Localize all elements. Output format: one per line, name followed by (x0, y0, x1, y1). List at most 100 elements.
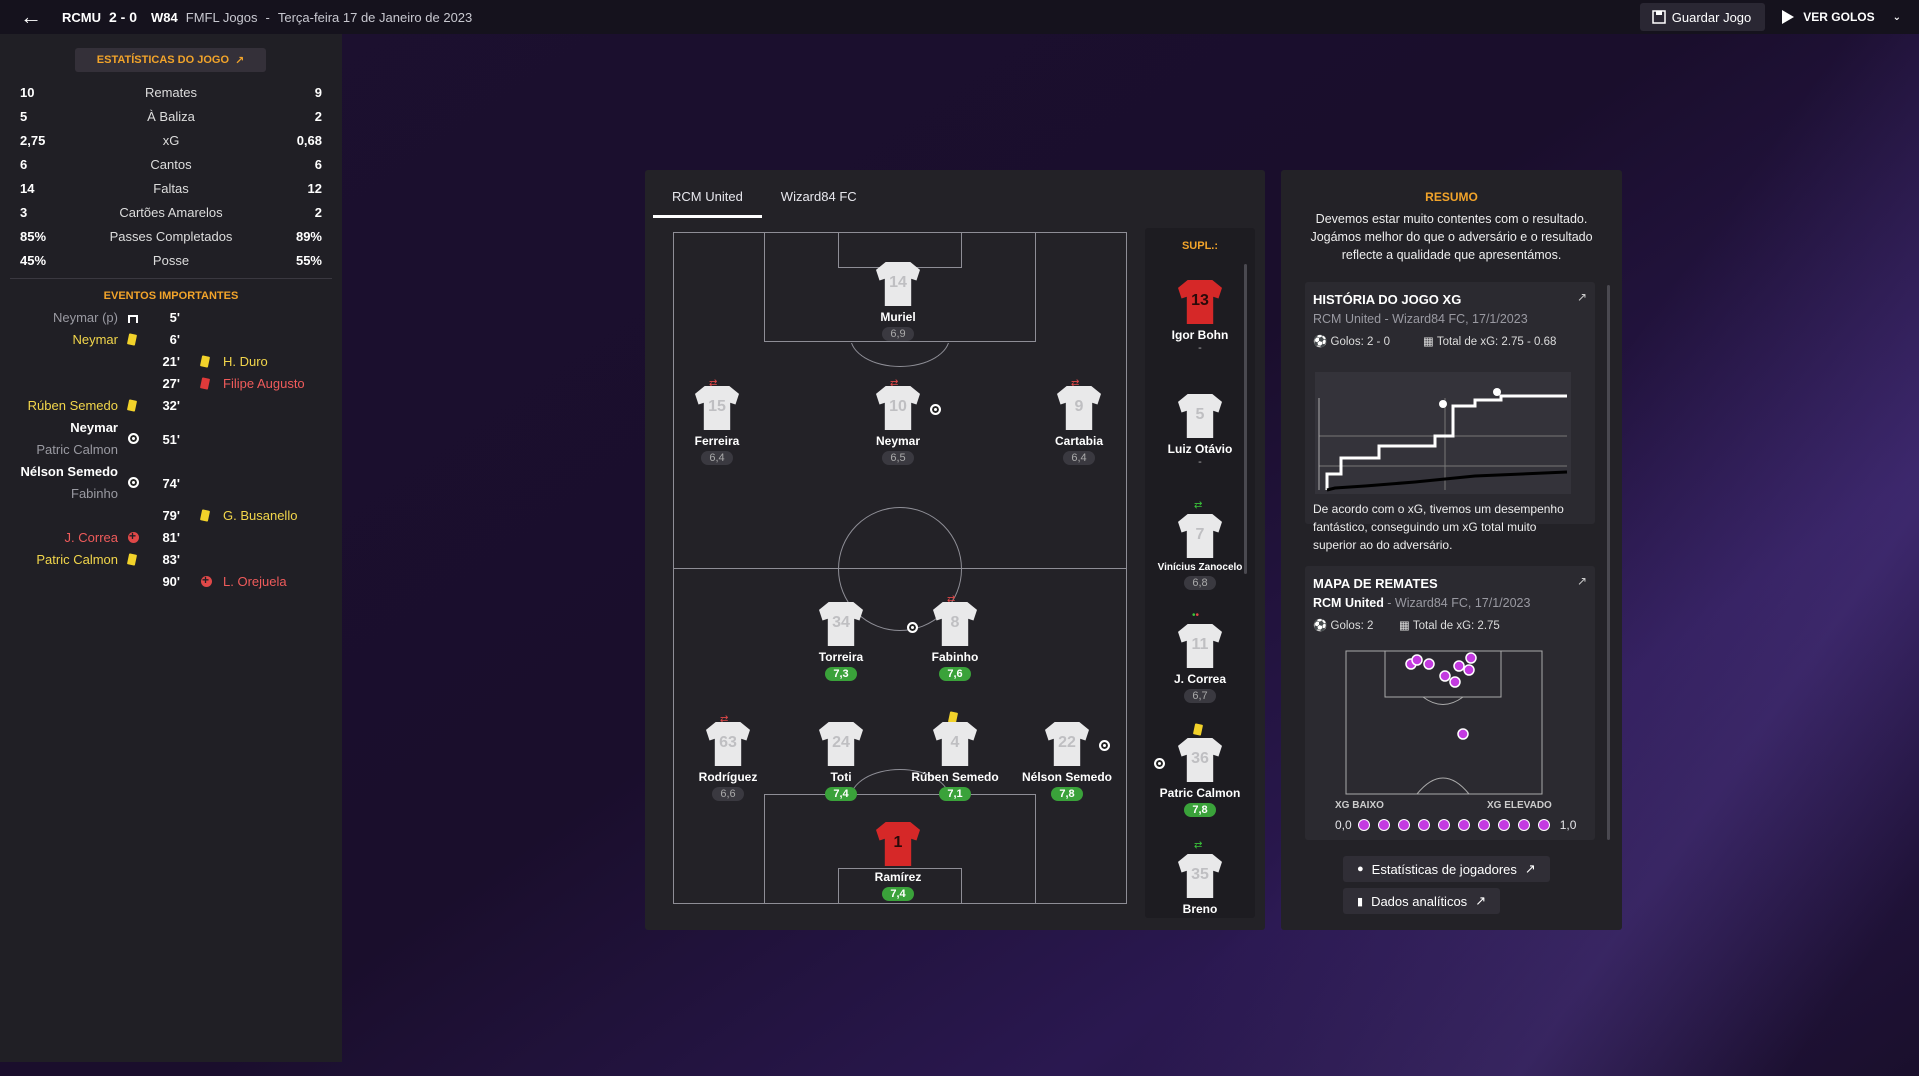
player-name: Igor Bohn (1171, 328, 1229, 342)
sub-player-card[interactable]: •• 11 J. Correa 6,7 (1145, 610, 1255, 704)
stat-home-value: 5 (20, 108, 28, 124)
match-score: 2 - 0 (109, 9, 138, 25)
player-name: Vinícius Zanocelo (1157, 562, 1243, 573)
topbar-separator: - (265, 9, 270, 25)
xg-story-subtitle: RCM United - Wizard84 FC, 17/1/2023 (1313, 312, 1528, 326)
stat-home-value: 14 (20, 180, 35, 196)
player-card[interactable]: ⇄ 8 Fabinho 7,6 (895, 594, 1015, 682)
save-match-button[interactable]: Guardar Jogo (1639, 3, 1766, 31)
sub-player-card[interactable]: 13 Igor Bohn - (1145, 280, 1255, 354)
back-arrow-icon[interactable]: ← (20, 4, 42, 29)
xg-scale-markers (1357, 819, 1550, 831)
competition-name: FMFL Jogos (185, 9, 258, 25)
goalkeeper-shirt-icon: 1 (876, 822, 920, 866)
player-name: Muriel (880, 310, 916, 324)
event-row: J. Correa 81' (0, 528, 342, 548)
shirt-icon: 5 (1178, 394, 1222, 438)
player-card[interactable]: 1 Ramírez 7,4 (838, 822, 958, 902)
sub-player-card[interactable]: 36 Patric Calmon 7,8 (1145, 723, 1255, 818)
player-card[interactable]: 4 Rúben Semedo 7,1 (895, 711, 1015, 802)
sub-in-injury-icon: •• (1192, 610, 1200, 621)
substitutes-scrollbar[interactable] (1244, 264, 1247, 574)
event-row: 79' G. Busanello (0, 506, 342, 526)
player-rating: 7,4 (882, 887, 914, 901)
player-card[interactable]: 14 Muriel 6,9 (838, 262, 958, 342)
team-tabs: RCM United Wizard84 FC (653, 178, 876, 218)
shirt-number: 15 (708, 398, 726, 415)
shot-map-subtitle: RCM United - Wizard84 FC, 17/1/2023 (1313, 596, 1530, 610)
stat-away-value: 89% (295, 228, 322, 244)
player-card[interactable]: ⇄ 63 Rodríguez 6,6 (668, 714, 788, 802)
yellow-card-icon (126, 399, 140, 412)
xg-story-goals-text: Golos: 2 - 0 (1330, 336, 1390, 348)
player-card[interactable]: 22 Nélson Semedo 7,8 (1007, 722, 1127, 802)
shot-map-team: RCM United (1313, 596, 1384, 610)
player-card[interactable]: ⇄ 10 Neymar 6,5 (838, 378, 958, 466)
stat-home-value: 85% (20, 228, 47, 244)
sub-player-card[interactable]: 5 Luiz Otávio - (1145, 394, 1255, 468)
external-link-icon[interactable]: ↗ (1576, 574, 1587, 588)
substitutes-title: SUPL.: (1181, 240, 1219, 252)
player-stats-label: Estatísticas de jogadores (1371, 861, 1517, 877)
player-rating: 6,4 (701, 451, 733, 465)
lineup-panel: RCM United Wizard84 FC 14 Muriel 6,9 ⇄ 1… (645, 170, 1265, 930)
player-card[interactable]: 24 Toti 7,4 (781, 722, 901, 802)
player-rating: 6,8 (1184, 576, 1216, 590)
shirt-icon: 8 (933, 602, 977, 646)
shirt-icon: 63 (706, 722, 750, 766)
player-card[interactable]: ⇄ 15 Ferreira 6,4 (657, 378, 777, 466)
external-link-icon[interactable]: ↗ (1576, 290, 1587, 304)
tab-home-team[interactable]: RCM United (653, 178, 762, 218)
goal-ball-icon (128, 432, 140, 444)
shirt-icon: 24 (819, 722, 863, 766)
match-stats-button[interactable]: ESTATÍSTICAS DO JOGO ↗ (75, 48, 266, 72)
event-assist-player: Fabinho (71, 486, 118, 501)
analytics-button[interactable]: ▮ Dados analíticos ↗ (1343, 888, 1501, 914)
assist-boot-icon (1154, 758, 1165, 772)
summary-title: RESUMO (1425, 190, 1478, 204)
stat-label: Passes Completados (109, 228, 233, 244)
shirt-number: 5 (1195, 406, 1205, 423)
view-goals-button[interactable]: VER GOLOS ⌄ (1775, 3, 1907, 31)
stat-row-passes: 85% Passes Completados 89% (20, 226, 322, 246)
xg-story-description: De acordo com o xG, tivemos um desempenh… (1313, 502, 1564, 552)
goal-ball-icon: ⚽ (1313, 620, 1328, 632)
player-name: Patric Calmon (1159, 786, 1241, 800)
event-minute: 74' (162, 476, 180, 491)
player-rating: 7,1 (939, 787, 971, 801)
event-row: Neymar Patric Calmon 51' (0, 418, 342, 462)
event-home-player: Rúben Semedo (27, 398, 118, 413)
summary-scrollbar[interactable] (1607, 285, 1610, 840)
shirt-number: 13 (1191, 292, 1209, 309)
player-stats-button[interactable]: ● Estatísticas de jogadores ↗ (1343, 856, 1550, 882)
player-card[interactable]: 34 Torreira 7,3 (781, 602, 901, 682)
yellow-card-icon (126, 553, 140, 566)
xg-story-goals: ⚽ Golos: 2 - 0 (1313, 334, 1390, 348)
shirt-icon: 35 (1178, 854, 1222, 898)
event-minute: 83' (162, 552, 180, 567)
red-card-icon (199, 377, 213, 390)
event-home-player: Nélson Semedo (20, 464, 118, 479)
shot-map-fixture: - Wizard84 FC, 17/1/2023 (1383, 596, 1531, 610)
sub-player-card[interactable]: ⇄ 35 Breno (1145, 840, 1255, 916)
event-minute: 51' (162, 432, 180, 447)
sub-out-icon: ⇄ (1071, 378, 1080, 389)
event-row: 21' H. Duro (0, 352, 342, 372)
tab-away-team[interactable]: Wizard84 FC (780, 189, 857, 204)
shot-marker (1449, 676, 1461, 688)
event-home-player: J. Correa (64, 530, 118, 545)
xg-story-total-text: Total de xG: 2.75 - 0.68 (1436, 336, 1557, 348)
player-rating: 7,8 (1051, 787, 1083, 801)
shot-map-card: MAPA DE REMATES ↗ RCM United - Wizard84 … (1305, 566, 1595, 840)
player-card[interactable]: ⇄ 9 Cartabia 6,4 (1019, 378, 1139, 466)
player-rating: - (1198, 342, 1202, 354)
stat-away-value: 9 (314, 84, 322, 100)
divider (10, 278, 332, 279)
bottom-goal-box (838, 868, 962, 904)
shot-map-goals: ⚽ Golos: 2 (1313, 618, 1373, 632)
key-events-title: EVENTOS IMPORTANTES (103, 290, 239, 302)
shirt-number: 8 (950, 614, 960, 631)
sub-player-card[interactable]: ⇄ 7 Vinícius Zanocelo 6,8 (1145, 500, 1255, 591)
